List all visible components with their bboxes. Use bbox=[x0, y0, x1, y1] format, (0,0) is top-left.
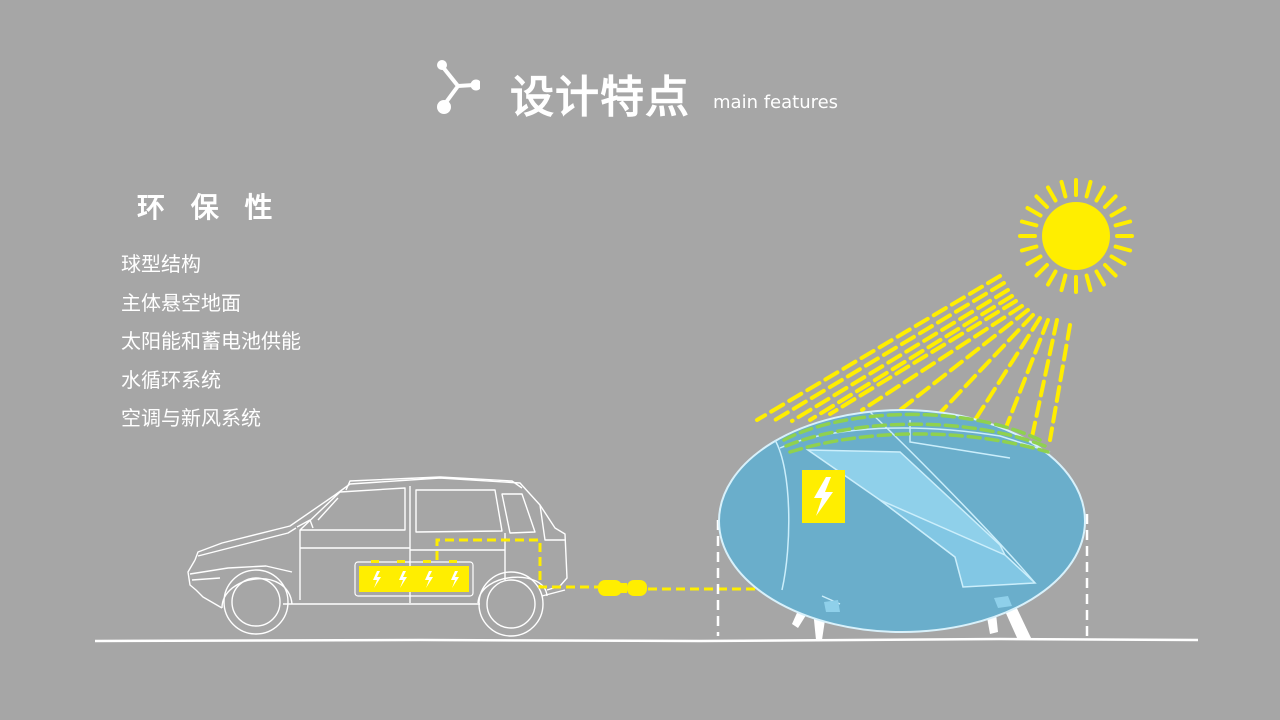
sun-ray bbox=[1059, 179, 1068, 199]
sun-ray bbox=[1113, 219, 1133, 228]
sun-rays bbox=[755, 274, 1072, 442]
sun-ray bbox=[1034, 194, 1049, 209]
sun-ray bbox=[1019, 219, 1039, 228]
car-wheels bbox=[223, 569, 544, 637]
sun-ray bbox=[1094, 185, 1106, 203]
sun-ray bbox=[1059, 273, 1068, 293]
sun-ray bbox=[1019, 244, 1039, 253]
ground-line bbox=[94, 637, 1199, 643]
lightning-icon bbox=[802, 470, 845, 523]
feature-item: 空调与新风系统 bbox=[121, 406, 261, 430]
sun-ray bbox=[1046, 269, 1058, 287]
page-subtitle: main features bbox=[713, 92, 839, 113]
charging-plug-icon bbox=[598, 580, 647, 596]
sun-ray bbox=[1103, 194, 1118, 209]
section-title: 环 保 性 bbox=[137, 191, 281, 224]
sun-ray bbox=[1094, 269, 1106, 287]
page-title: 设计特点 bbox=[510, 72, 690, 123]
pod-capsule bbox=[718, 409, 1086, 633]
sun-ray bbox=[1109, 254, 1127, 266]
sun-ray bbox=[1103, 263, 1118, 278]
feature-item: 球型结构 bbox=[121, 252, 201, 276]
charging-cable bbox=[435, 538, 598, 589]
sun-ray bbox=[1025, 254, 1043, 266]
sun-ray bbox=[1084, 273, 1093, 293]
sun-ray bbox=[1034, 263, 1049, 278]
feature-list: 球型结构 主体悬空地面 太阳能和蓄电池供能 水循环系统 空调与新风系统 bbox=[121, 250, 301, 443]
sun-ray bbox=[1109, 206, 1127, 218]
sun-ray bbox=[1084, 179, 1093, 199]
feature-item: 太阳能和蓄电池供能 bbox=[121, 329, 301, 353]
sun-ray bbox=[1113, 244, 1133, 253]
sun-ray bbox=[1046, 185, 1058, 203]
molecule-icon bbox=[437, 60, 480, 114]
feature-item: 主体悬空地面 bbox=[121, 290, 241, 315]
sun-ray bbox=[1025, 206, 1043, 218]
sun-icon bbox=[1018, 178, 1134, 294]
car-battery-icon bbox=[354, 560, 474, 597]
solar-panel bbox=[782, 412, 1050, 454]
header: 设计特点 main features bbox=[430, 55, 950, 125]
feature-item: 水循环系统 bbox=[121, 367, 221, 392]
